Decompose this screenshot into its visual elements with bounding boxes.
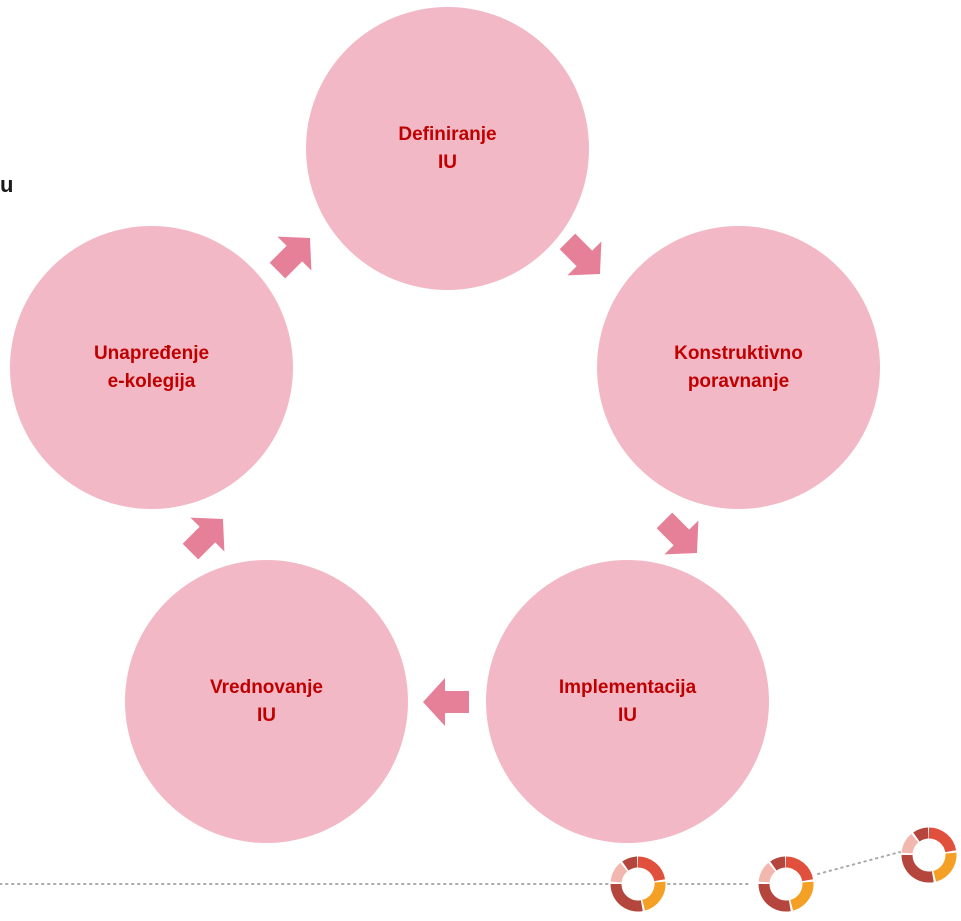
node-definiranje-iu: Definiranje IU bbox=[306, 7, 589, 290]
ring-segment bbox=[913, 827, 929, 842]
node-vrednovanje-iu: Vrednovanje IU bbox=[125, 560, 408, 843]
node-label-line: Definiranje bbox=[398, 123, 497, 145]
ring-segment bbox=[901, 833, 919, 854]
ring-segment bbox=[637, 856, 666, 882]
node-konstruktivno-poravnanje: Konstruktivno poravnanje bbox=[597, 226, 880, 509]
cycle-arrow bbox=[269, 236, 312, 279]
node-unapredenje-e-kolegija: Unapređenje e-kolegija bbox=[10, 226, 293, 509]
ring-logo-icon bbox=[758, 856, 814, 912]
ring-segment bbox=[758, 883, 791, 912]
node-implementacija-iu: Implementacija IU bbox=[486, 560, 769, 843]
cycle-arrow bbox=[182, 517, 225, 560]
node-label-line: Konstruktivno bbox=[674, 342, 803, 364]
clipped-text-fragment: u bbox=[0, 172, 14, 197]
ring-segment bbox=[641, 881, 666, 911]
ring-segment bbox=[789, 881, 814, 911]
footer-dotted-line bbox=[817, 851, 901, 875]
ring-segment bbox=[610, 862, 628, 883]
node-label-line: Unapređenje bbox=[93, 342, 210, 364]
ring-logo-icon bbox=[901, 827, 957, 883]
ring-segment bbox=[785, 856, 814, 882]
node-label-line: Implementacija bbox=[558, 676, 697, 698]
ring-segment bbox=[610, 883, 643, 912]
node-label-line: e-kolegija bbox=[107, 370, 196, 392]
cycle-arrow bbox=[656, 512, 699, 555]
node-label-line: IU bbox=[257, 704, 276, 726]
ring-segment bbox=[932, 852, 957, 882]
ring-segment bbox=[622, 856, 638, 871]
ring-logo-icon bbox=[610, 856, 666, 912]
node-label-line: IU bbox=[618, 704, 637, 726]
node-label-line: Vrednovanje bbox=[210, 676, 323, 698]
cycle-arrow bbox=[559, 233, 602, 276]
ring-segment bbox=[758, 862, 776, 883]
cycle-arrow bbox=[423, 678, 469, 726]
ring-segment bbox=[928, 827, 957, 853]
ring-segment bbox=[901, 854, 934, 883]
node-label-line: IU bbox=[438, 151, 457, 173]
node-label-line: poravnanje bbox=[687, 370, 790, 392]
ring-segment bbox=[770, 856, 786, 871]
